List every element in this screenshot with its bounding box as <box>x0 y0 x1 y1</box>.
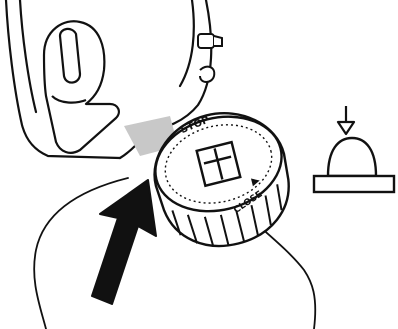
knob-icon <box>42 20 120 154</box>
cap-icon: STOP CLOSE <box>153 112 290 248</box>
screw-icon <box>197 33 223 83</box>
cable-lines <box>33 177 317 329</box>
arrow-up-right-icon <box>91 179 157 305</box>
press-button-icon <box>312 106 396 194</box>
down-arrow-icon <box>336 106 356 136</box>
